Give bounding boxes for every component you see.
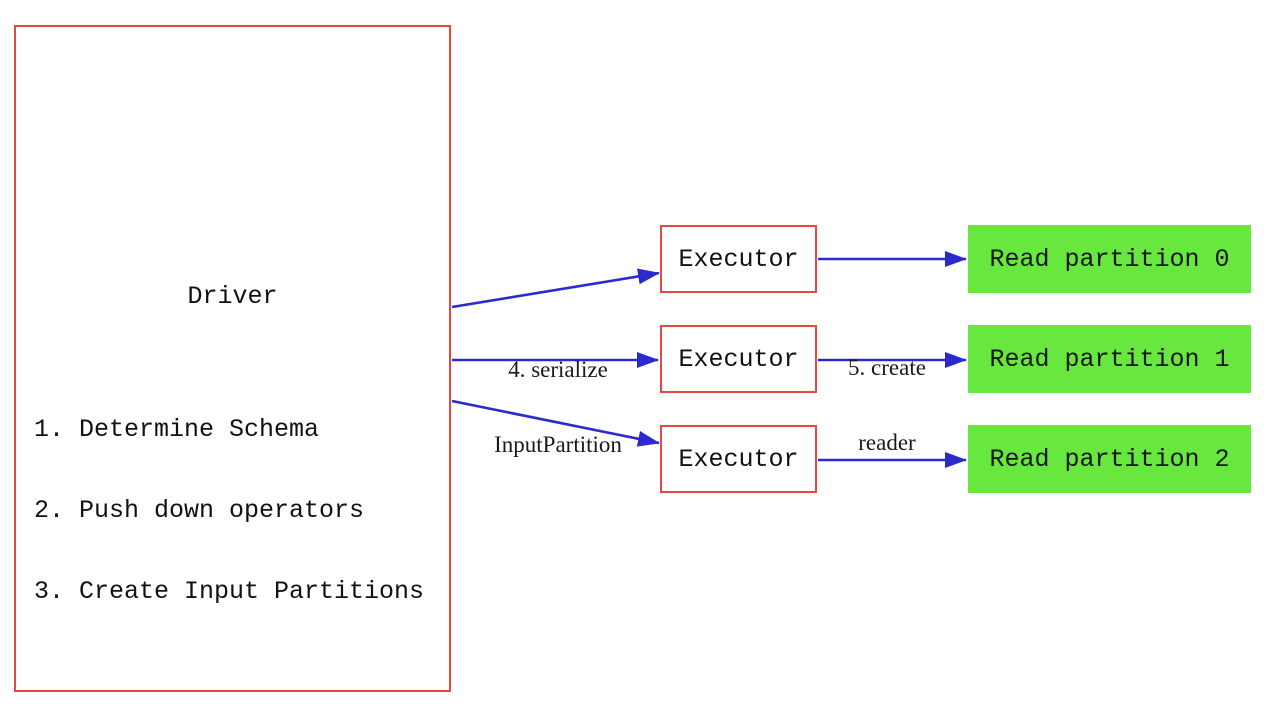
driver-step-push-down-operators: 2. Push down operators (34, 496, 365, 525)
driver-title: Driver (187, 282, 278, 311)
driver-steps: 1. Determine Schema 2. Push down operato… (34, 362, 424, 659)
read-partition-box-2: Read partition 2 (968, 425, 1251, 493)
annotation-line: 5. create (848, 355, 926, 380)
annotation-line: InputPartition (494, 432, 622, 457)
read-partition-label: Read partition 1 (989, 344, 1230, 374)
executor-box-2: Executor (660, 425, 817, 493)
annotation-line: 4. serialize (508, 357, 608, 382)
executor-box-0: Executor (660, 225, 817, 293)
driver-step-create-input-partitions: 3. Create Input Partitions (34, 577, 425, 606)
driver-step-determine-schema: 1. Determine Schema (34, 415, 320, 444)
executor-label: Executor (678, 444, 799, 474)
driver-box: Driver 1. Determine Schema 2. Push down … (14, 25, 451, 692)
read-partition-box-1: Read partition 1 (968, 325, 1251, 393)
annotation-create-reader: 5. create reader (812, 305, 962, 505)
annotation-serialize-inputpartition: 4. serialize InputPartition (452, 307, 664, 507)
executor-label: Executor (678, 244, 799, 274)
read-partition-label: Read partition 2 (989, 444, 1230, 474)
annotation-line: reader (858, 430, 916, 455)
executor-box-1: Executor (660, 325, 817, 393)
read-partition-box-0: Read partition 0 (968, 225, 1251, 293)
read-partition-label: Read partition 0 (989, 244, 1230, 274)
arrow-driver-to-executor-0 (451, 268, 660, 309)
executor-label: Executor (678, 344, 799, 374)
